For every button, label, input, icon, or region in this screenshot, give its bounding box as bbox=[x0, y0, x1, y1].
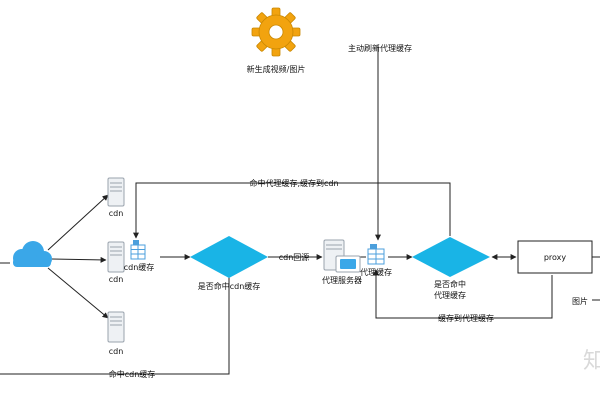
proxy-decision-diamond bbox=[412, 237, 490, 277]
server-icon bbox=[107, 177, 125, 207]
cdn-origin-label: cdn回源 bbox=[279, 253, 310, 262]
gear-label: 新生成视频/图片 bbox=[247, 64, 306, 74]
image-edge-label: 图片 bbox=[572, 296, 588, 306]
database-icon bbox=[367, 244, 385, 265]
proxy-server-icon bbox=[323, 239, 361, 273]
proxy-cache-label: 代理缓存 bbox=[360, 267, 392, 277]
cloud-to-cdn-top bbox=[47, 194, 109, 251]
hit-proxy-to-cdn-arrow bbox=[133, 182, 451, 239]
cdn-decision-diamond bbox=[190, 236, 268, 278]
proxy-server-label: 代理服务器 bbox=[322, 275, 362, 285]
watermark: 知 bbox=[583, 349, 600, 374]
cdn-cache-label: cdn缓存 bbox=[124, 262, 155, 272]
cdn-decision-label: 是否命中cdn缓存 bbox=[198, 281, 261, 291]
proxy-label: proxy bbox=[544, 253, 567, 262]
cloud-icon bbox=[13, 241, 52, 267]
cloud-to-cdn-mid bbox=[51, 256, 107, 263]
cdn-mid-label: cdn bbox=[109, 275, 124, 284]
proxy-box bbox=[517, 240, 593, 274]
store-proxy-cache-label: 缓存到代理缓存 bbox=[438, 313, 494, 323]
proxy-decision-label-2: 代理缓存 bbox=[434, 290, 466, 300]
cloud-to-cdn-bottom bbox=[47, 267, 109, 319]
hit-cdn-arrow bbox=[0, 277, 230, 375]
gear-icon bbox=[251, 7, 301, 57]
cdn-top-label: cdn bbox=[109, 209, 124, 218]
hit-cdn-cache-label: 命中cdn缓存 bbox=[109, 369, 156, 379]
store-proxy-cache-arrow bbox=[373, 269, 553, 319]
proxy-decision-label-1: 是否命中 bbox=[434, 279, 466, 289]
hit-proxy-store-cdn-label: 命中代理缓存,缓存到cdn bbox=[249, 178, 338, 188]
cdn-bottom-label: cdn bbox=[109, 347, 124, 356]
server-icon bbox=[107, 241, 125, 273]
refresh-label: 主动刷新代理缓存 bbox=[348, 43, 412, 53]
database-icon bbox=[130, 240, 146, 260]
server-icon bbox=[107, 311, 125, 343]
